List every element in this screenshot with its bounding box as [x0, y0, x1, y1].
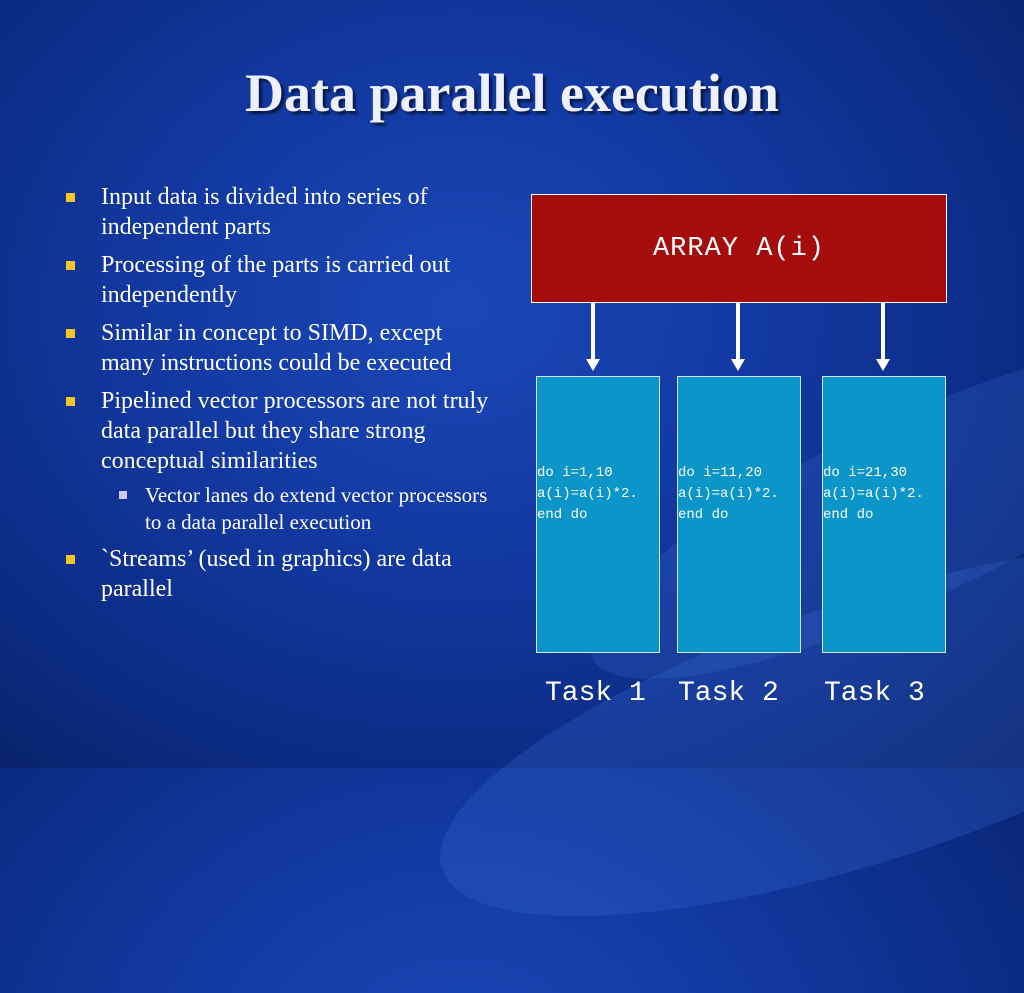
- task-box-3: do i=21,30 a(i)=a(i)*2. end do: [822, 376, 946, 653]
- square-bullet-icon: [66, 329, 75, 338]
- bullet-item: Pipelined vector processors are not trul…: [60, 386, 500, 536]
- task-box-1: do i=1,10 a(i)=a(i)*2. end do: [536, 376, 660, 653]
- task-code: do i=11,20 a(i)=a(i)*2. end do: [678, 463, 779, 526]
- bullet-item: Input data is divided into series of ind…: [60, 182, 500, 242]
- task-code: do i=1,10 a(i)=a(i)*2. end do: [537, 463, 638, 526]
- bullet-text: Input data is divided into series of ind…: [101, 184, 428, 240]
- array-box: ARRAY A(i): [531, 194, 947, 303]
- code-line: a(i)=a(i)*2.: [678, 486, 779, 502]
- arrow-down-icon: [591, 303, 595, 361]
- code-line: end do: [823, 507, 874, 523]
- code-line: do i=11,20: [678, 465, 763, 481]
- square-bullet-icon: [66, 555, 75, 564]
- square-bullet-icon: [66, 193, 75, 202]
- arrow-down-icon: [736, 303, 740, 361]
- code-line: a(i)=a(i)*2.: [823, 486, 924, 502]
- task-label: Task 3: [824, 678, 925, 709]
- bullet-list: Input data is divided into series of ind…: [60, 182, 500, 612]
- sub-bullet-list: Vector lanes do extend vector processors…: [101, 482, 500, 536]
- array-label: ARRAY A(i): [652, 233, 826, 264]
- task-code: do i=21,30 a(i)=a(i)*2. end do: [823, 463, 924, 526]
- bullet-item: Processing of the parts is carried out i…: [60, 250, 500, 310]
- arrow-head: [731, 359, 745, 371]
- code-line: end do: [537, 507, 588, 523]
- bullet-item: Similar in concept to SIMD, except many …: [60, 318, 500, 378]
- square-bullet-icon: [66, 397, 75, 406]
- code-line: end do: [678, 507, 729, 523]
- bullet-text: Similar in concept to SIMD, except many …: [101, 320, 452, 376]
- sub-bullet-text: Vector lanes do extend vector processors…: [145, 483, 488, 534]
- arrow-head: [586, 359, 600, 371]
- bullet-text: Pipelined vector processors are not trul…: [101, 388, 489, 474]
- task-label: Task 2: [678, 678, 779, 709]
- code-line: a(i)=a(i)*2.: [537, 486, 638, 502]
- slide-title: Data parallel execution: [245, 63, 779, 123]
- code-line: do i=1,10: [537, 465, 613, 481]
- square-sub-bullet-icon: [119, 491, 127, 499]
- bullet-item: `Streams’ (used in graphics) are data pa…: [60, 544, 500, 604]
- bullet-text: `Streams’ (used in graphics) are data pa…: [101, 546, 452, 602]
- arrow-down-icon: [881, 303, 885, 361]
- sub-bullet-item: Vector lanes do extend vector processors…: [113, 482, 500, 536]
- code-line: do i=21,30: [823, 465, 908, 481]
- task-box-2: do i=11,20 a(i)=a(i)*2. end do: [677, 376, 801, 653]
- arrow-head: [876, 359, 890, 371]
- bullet-text: Processing of the parts is carried out i…: [101, 252, 451, 308]
- square-bullet-icon: [66, 261, 75, 270]
- task-label: Task 1: [545, 678, 646, 709]
